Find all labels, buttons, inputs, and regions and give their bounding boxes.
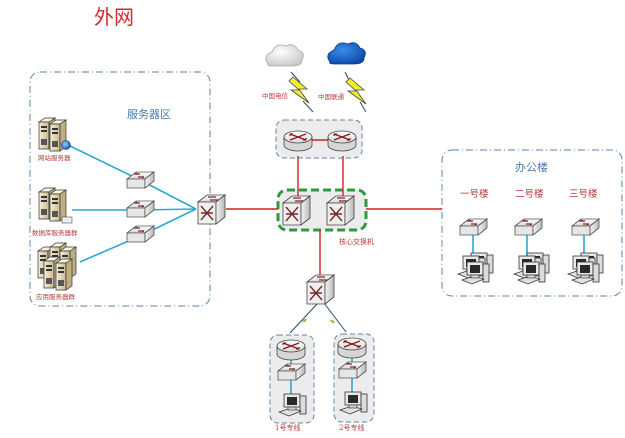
lightning-icon [345, 77, 367, 105]
switch-icon [514, 218, 543, 236]
isp-unicom-label: 中国联通 [318, 92, 345, 101]
switch-icon [459, 218, 488, 236]
title-external-network: 外网 [94, 5, 134, 29]
isp-unicom: 中国联通 [318, 42, 367, 113]
line-2-label: 2号专线 [339, 423, 364, 432]
server-icon [55, 258, 73, 291]
globe-icon [61, 140, 71, 150]
wan-link-line2 [323, 302, 347, 333]
router-icon[interactable] [283, 130, 313, 152]
building-3-label: 三号楼 [569, 188, 598, 200]
serial-zigzag-icon [329, 319, 336, 324]
building-2-label: 二号楼 [515, 188, 544, 200]
database-server-cluster[interactable]: 数据库服务器群 [32, 187, 78, 237]
link-web-server [69, 145, 141, 181]
database-server-label: 数据库服务器群 [32, 228, 78, 237]
server-switch-icon[interactable] [126, 200, 155, 218]
dedicated-line-2[interactable]: 2号专线 [337, 337, 368, 432]
web-server-label: 网站服务器 [38, 153, 71, 162]
router-icon[interactable] [327, 130, 357, 152]
server-zone-label: 服务器区 [127, 108, 171, 121]
isp-telecom-label: 中国电信 [262, 91, 289, 100]
server-icon [49, 189, 67, 222]
wan-links [289, 302, 347, 334]
server-switch-icon[interactable] [126, 225, 155, 243]
switch-icon [571, 218, 600, 236]
serial-zigzag-icon [301, 318, 308, 323]
office-zone-boundary [441, 149, 623, 297]
blue-cloud-icon [327, 42, 366, 65]
application-server-label: 应用服务器群 [36, 292, 76, 301]
core-switch-icon[interactable] [326, 195, 355, 226]
web-server[interactable]: 网站服务器 [38, 117, 71, 162]
core-switch-icon[interactable] [282, 195, 311, 226]
application-server-cluster[interactable]: 应用服务器群 [36, 242, 77, 301]
line-1-label: 1号专线 [275, 423, 300, 432]
building-1[interactable]: 一号楼 [458, 188, 493, 284]
office-zone-label: 办公楼 [515, 160, 548, 174]
pc-group-icon [514, 253, 549, 284]
aggregation-switch-icon[interactable] [197, 194, 226, 225]
building-2[interactable]: 二号楼 [514, 188, 549, 284]
router-icon [337, 337, 367, 359]
distribution-switch-icon[interactable] [306, 274, 335, 305]
pc-group-icon [568, 253, 603, 284]
white-cloud-icon [265, 44, 304, 67]
wan-link-line1 [289, 302, 319, 334]
core-switch-label: 核心交换机 [339, 237, 374, 246]
router-icon [276, 339, 306, 361]
pc-group-icon [458, 253, 493, 284]
building-1-label: 一号楼 [460, 188, 489, 200]
building-3[interactable]: 三号楼 [568, 188, 603, 284]
server-zone-boundary [29, 71, 211, 307]
isp-telecom: 中国电信 [262, 44, 314, 113]
dedicated-line-1[interactable]: 1号专线 [275, 339, 307, 432]
